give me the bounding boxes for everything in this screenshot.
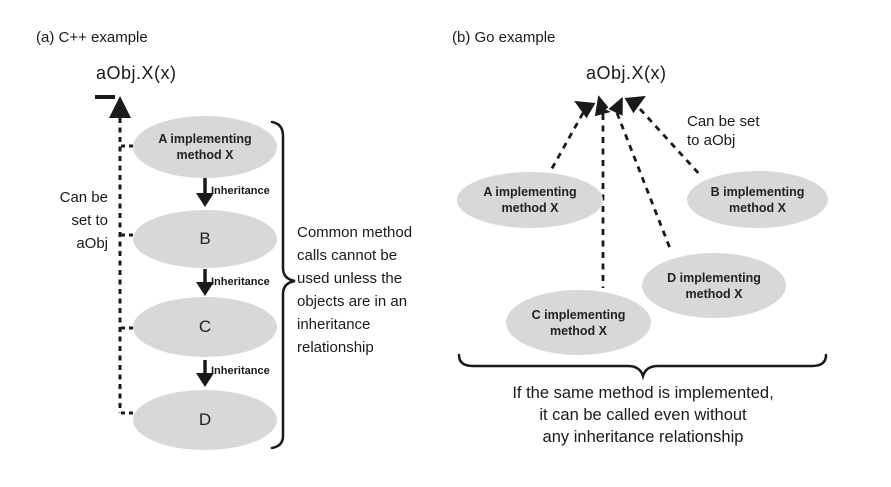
- panel-a-title: (a) C++ example: [36, 29, 148, 46]
- converging-arrowheads-icon: [571, 91, 649, 122]
- node-a-label: A implementing method X: [158, 132, 252, 162]
- go-node-c-label: C implementing method X: [531, 307, 626, 338]
- panel-b-title: (b) Go example: [452, 29, 556, 46]
- panel-a-brace-note: Common method calls cannot be used unles…: [297, 224, 413, 356]
- up-arrow-icon: [109, 96, 131, 118]
- node-b-label: B: [199, 229, 211, 248]
- panel-b-caption: If the same method is implemented, it ca…: [512, 384, 774, 446]
- inheritance-label-1: Inheritance: [211, 185, 270, 197]
- panel-b-call-expression: aObj.X(x): [586, 63, 667, 83]
- go-node-b-label: B implementing method X: [710, 184, 805, 215]
- go-node-ellipse-d: D implementing method X: [642, 253, 786, 318]
- go-node-a-label: A implementing method X: [483, 185, 577, 215]
- node-ellipse-c: C: [133, 297, 277, 357]
- node-d-label: D: [198, 410, 212, 429]
- inheritance-label-2: Inheritance: [211, 276, 270, 288]
- node-c-label: C: [198, 317, 212, 336]
- horizontal-curly-brace: [457, 353, 828, 381]
- inheritance-label-3: Inheritance: [211, 365, 270, 377]
- receiver-underline: [95, 95, 115, 99]
- node-ellipse-a: A implementing method X: [133, 116, 277, 178]
- panel-a-side-note: Can be set to aObj: [59, 189, 108, 252]
- panel-a-call-expression: aObj.X(x): [96, 63, 177, 83]
- vertical-curly-brace: [270, 120, 296, 450]
- panel-b-side-note: Can be set to aObj: [687, 113, 760, 149]
- node-ellipse-d: D: [133, 390, 277, 450]
- call-line-a: [548, 112, 585, 173]
- go-node-ellipse-b: B implementing method X: [687, 171, 828, 228]
- go-node-ellipse-a: A implementing method X: [457, 172, 603, 228]
- go-node-d-label: D implementing method X: [667, 270, 761, 301]
- node-ellipse-b: B: [133, 210, 277, 268]
- go-node-ellipse-c: C implementing method X: [506, 290, 651, 355]
- call-line-d: [615, 112, 673, 252]
